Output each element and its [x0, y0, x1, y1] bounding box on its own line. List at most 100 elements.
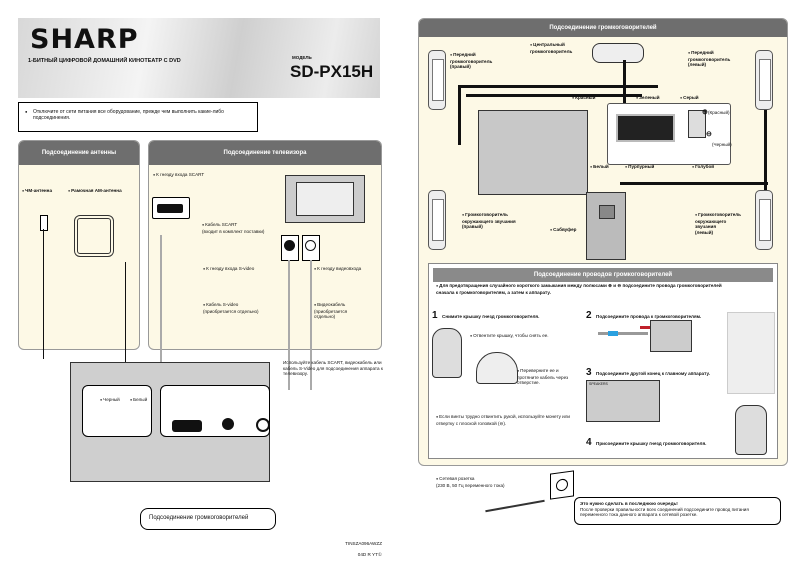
unit-rear-small-icon [478, 110, 588, 195]
surround-left-label: Громкоговоритель окружающего звучания (л… [695, 212, 741, 235]
scart-cable-label: Кабель SCART (входит в комплект поставки… [202, 222, 264, 234]
terminal-header: SPEAKERS [589, 382, 608, 386]
blue-wire-label: Голубой [692, 164, 714, 171]
video-jack-icon [302, 235, 320, 261]
power-off-notice: Отключите от сети питания все оборудован… [18, 102, 258, 132]
speaker-cable-icon [598, 332, 648, 335]
subwoofer-label: Сабвуфер [550, 227, 576, 234]
speaker-back-icon [432, 328, 462, 378]
last-step-callout: Это нужно сделать в последнюю очередь! П… [574, 497, 781, 525]
main-unit-terminal-block: SPEAKERS [586, 380, 660, 422]
step-1-text: Снимите крышку гнезд громкоговорителя. [442, 314, 540, 319]
scart-jack-label: К гнезду входа SCART [153, 172, 204, 179]
center-speaker-wire [623, 60, 626, 105]
outlet-label: Сетевая розетка (230 В, 50 Гц переменног… [436, 476, 505, 488]
front-right-speaker-icon [428, 50, 446, 110]
cover-steps-illustration [727, 312, 775, 394]
plus-red-label: (Красный) [708, 110, 730, 115]
short-circuit-warning: Для предотвращения случайного короткого … [436, 283, 736, 295]
document-code: TINSZA096AWZZ 04D R YT① [336, 535, 382, 563]
step-2-number: 2 [586, 310, 592, 321]
scart-jack-icon [152, 197, 190, 219]
fm-antenna-icon [40, 215, 48, 231]
document-code-line2: 04D R YT① [357, 551, 382, 557]
plus-icon: ⊕ [702, 109, 708, 116]
screw-note: Если винты трудно отвинтить рукой, испол… [436, 414, 576, 426]
speaker-wires-panel-title: Подсоединение проводов громкоговорителей [433, 268, 773, 282]
antenna-terminal-callout [82, 385, 152, 437]
model-number: SD-PX15H [290, 62, 374, 81]
speaker-wire-bottom [620, 182, 768, 185]
svideo-jack-label: К гнезду входа S-video [203, 266, 254, 273]
scart-terminal-icon [172, 420, 202, 432]
gray-wire-label: Серый [680, 95, 698, 102]
fm-antenna-wire [43, 229, 44, 359]
front-right-label: Передний громкоговоритель (правый) [450, 52, 492, 70]
antenna-panel: Подсоединение антенны [18, 140, 140, 350]
step-1-number: 1 [432, 310, 438, 321]
wall-outlet-icon [550, 470, 574, 500]
header-banner [18, 18, 380, 98]
video-jack-label: К гнезду видеовхода [314, 266, 361, 273]
fm-antenna-label: ЧМ-антенна [22, 188, 52, 195]
speaker-with-cover-icon [735, 405, 767, 455]
center-speaker-icon [592, 43, 644, 63]
remove-cover-note: Отвентите крышку, чтобы снять ее. [470, 333, 548, 340]
brand-logo: SHARP [30, 24, 139, 55]
white-wire-label: Белый [130, 397, 147, 404]
svideo-cable-label: Кабель S-video (приобретается отдельно) [203, 302, 259, 314]
step-3: 3 Подсоедините другой конец к главному а… [586, 362, 726, 380]
surround-right-speaker-icon [428, 190, 446, 250]
document-code-line1: TINSZA096AWZZ [345, 540, 382, 546]
am-antenna-wire [125, 262, 126, 362]
speaker-terminal-icon [650, 320, 692, 352]
am-antenna-label: Рамочная АМ-антенна [68, 188, 121, 195]
subwoofer-icon [586, 192, 626, 260]
step-4-text: Присоедините крышку гнезд громкоговорите… [596, 441, 707, 446]
svideo-cable-wire [288, 260, 290, 390]
tv-icon [285, 175, 365, 223]
speaker-connection-callout-text: Подсоединение громкоговорителей [149, 515, 249, 521]
front-left-wire [764, 110, 767, 190]
surround-right-label: Громкоговоритель окружающего звучания (п… [462, 212, 516, 230]
surround-left-speaker-icon [755, 190, 773, 250]
center-speaker-label: Центральный громкоговоритель [530, 42, 572, 54]
tv-panel-title: Подсоединение телевизора [149, 141, 381, 165]
model-label: МОДЕЛЬ [292, 55, 312, 60]
speaker-terminal-callout [607, 103, 731, 165]
scart-cable-wire [160, 235, 162, 385]
speaker-wire-left [458, 85, 461, 145]
green-wire-label: Зеленый [636, 95, 659, 102]
red-stripe-icon [640, 326, 650, 329]
video-terminal-icon [256, 418, 270, 432]
minus-icon: ⊖ [706, 131, 712, 138]
red-wire-label: Красный [572, 95, 595, 102]
step-2: 2 Подсоедините провода к громкоговорител… [586, 305, 701, 323]
speaker-connection-callout: Подсоединение громкоговорителей [140, 508, 276, 530]
video-cable-wire [310, 260, 312, 390]
power-cord-icon [485, 499, 545, 513]
blue-tag-icon [608, 331, 618, 336]
step-2-text: Подсоедините провода к громкоговорителям… [596, 314, 702, 319]
am-loop-antenna-icon [74, 215, 114, 257]
front-left-label: Передний громкоговоритель (левый) [688, 50, 730, 68]
white-wire-label-speaker: Белый [590, 164, 609, 171]
speaker-wire-top-2 [466, 94, 642, 97]
purple-wire-label: Пурпурный [625, 164, 654, 171]
step-4: 4 Присоедините крышку гнезд громкоговори… [586, 432, 706, 450]
last-step-text: После проверки правильности всех соедине… [580, 506, 749, 518]
last-step-title: Это нужно сделать в последнюю очередь! [580, 501, 678, 506]
tv-footnote: Используйте кабель SCART, видеокабель ил… [283, 360, 383, 376]
svideo-jack-icon [281, 235, 299, 261]
step-1: 1 Снимите крышку гнезд громкоговорителя. [432, 305, 539, 323]
video-cable-label: Видеокабель (приобретается отдельно) [314, 302, 347, 320]
step-3-number: 3 [586, 367, 592, 378]
minus-black-label: (Черный) [712, 142, 732, 147]
svideo-terminal-icon [222, 418, 234, 430]
terminal-cover-icon [476, 352, 518, 384]
front-left-speaker-icon [755, 50, 773, 110]
black-wire-label: Черный [100, 397, 120, 404]
antenna-panel-title: Подсоединение антенны [19, 141, 139, 165]
speaker-panel-title: Подсоединение громкоговорителей [419, 19, 787, 37]
speaker-wire-top [458, 85, 658, 88]
